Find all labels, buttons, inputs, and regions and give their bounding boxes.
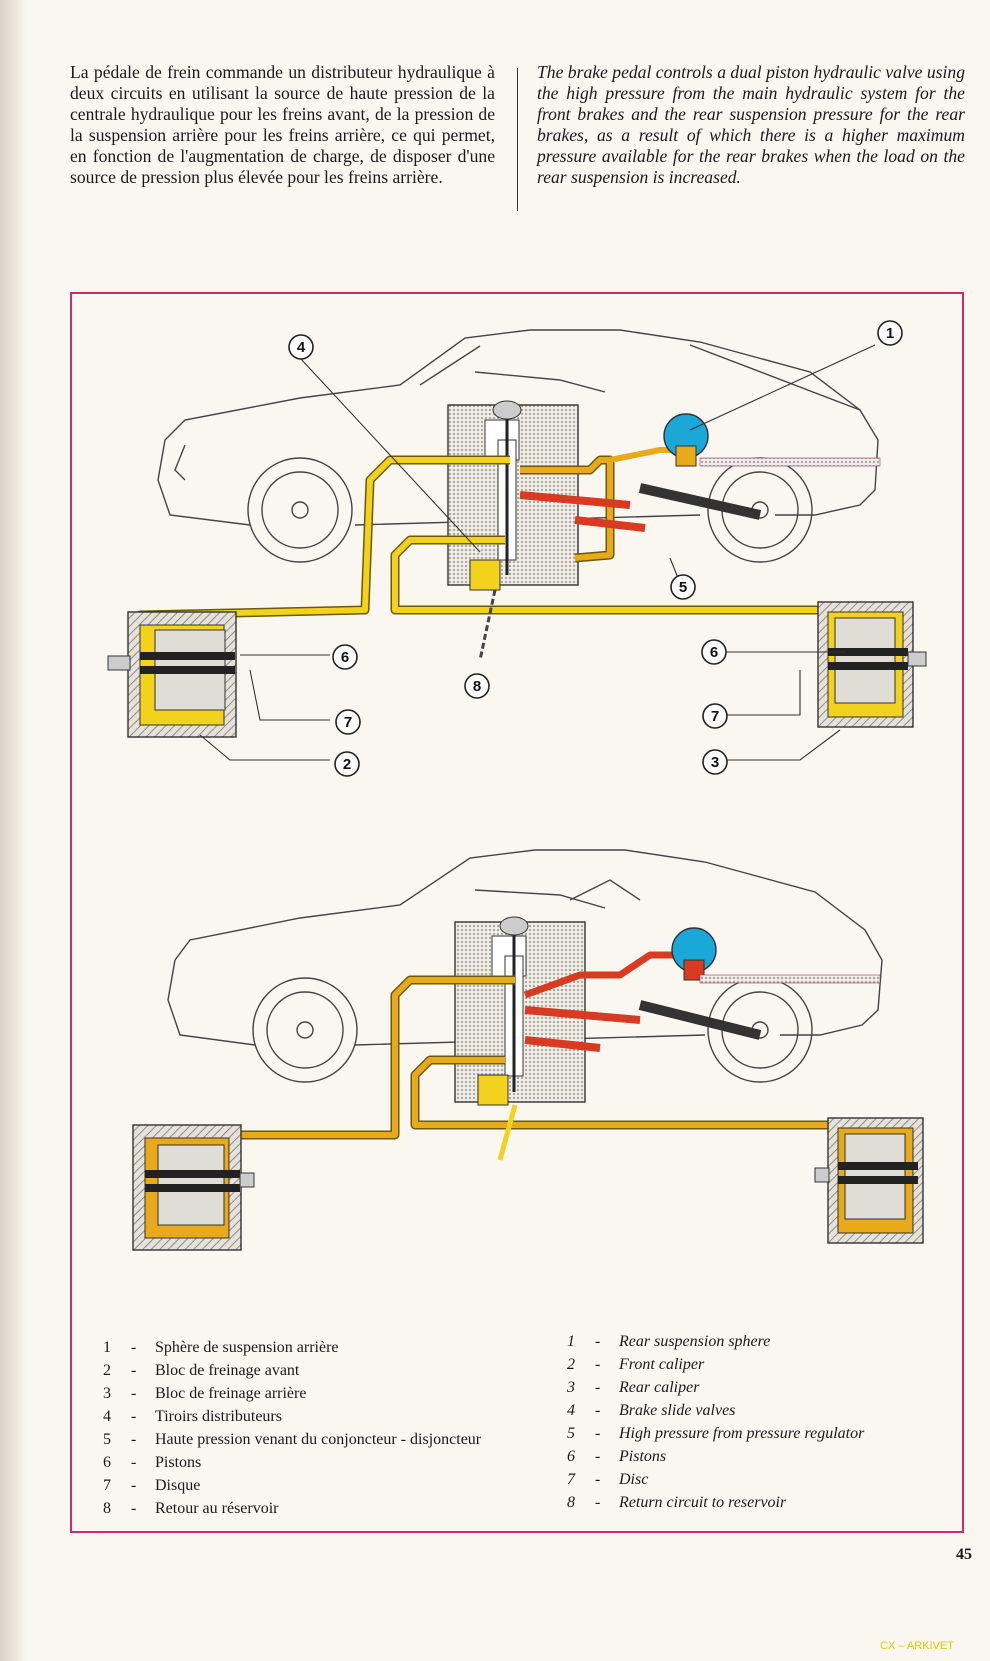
watermark: CX – ARKIVET	[880, 1640, 954, 1652]
diagram-frame	[70, 292, 964, 1533]
callout-8: 8	[473, 678, 481, 695]
callout-1-circle	[877, 320, 903, 346]
callout-3: 3	[711, 754, 719, 771]
callout-1: 1	[886, 325, 894, 342]
callout-6b: 6	[710, 644, 718, 661]
callout-7a-circle	[335, 709, 361, 735]
legend-en-row: 7-Disc	[567, 1471, 649, 1488]
legend-english: 1-Rear suspension sphere 2-Front caliper…	[567, 1330, 864, 1514]
callout-3-circle	[702, 749, 728, 775]
callout-7b: 7	[711, 708, 719, 725]
callout-2: 2	[343, 756, 351, 773]
legend-fr-row: 5-Haute pression venant du conjoncteur -…	[103, 1431, 482, 1448]
callout-4-circle	[288, 334, 314, 360]
callout-6a: 6	[341, 649, 349, 666]
legend-french: 1-Sphère de suspension arrière 2-Bloc de…	[103, 1336, 481, 1520]
column-divider	[517, 68, 518, 211]
top-front-caliper	[107, 611, 237, 738]
callout-2-circle	[334, 751, 360, 777]
callout-6a-circle	[332, 644, 358, 670]
bottom-rear-caliper	[814, 1117, 924, 1244]
top-leader-lines	[199, 344, 876, 761]
top-rear-caliper	[817, 601, 927, 728]
legend-en-row: 1-Rear suspension sphere	[567, 1333, 771, 1350]
bottom-front-caliper	[132, 1124, 255, 1251]
legend-fr-row: 8-Retour au réservoir	[103, 1500, 279, 1517]
legend-en-row: 8-Return circuit to reservoir	[567, 1494, 787, 1511]
callout-7b-circle	[702, 703, 728, 729]
page-number: 45	[956, 1546, 972, 1563]
callout-4: 4	[297, 339, 306, 356]
bottom-brake-valve-body	[454, 916, 586, 1106]
legend-fr-row: 3-Bloc de freinage arrière	[103, 1385, 307, 1402]
callout-5: 5	[679, 579, 687, 596]
legend-en-row: 5-High pressure from pressure regulator	[567, 1425, 865, 1442]
callout-6b-circle	[701, 639, 727, 665]
legend-fr-row: 7-Disque	[103, 1477, 201, 1494]
callout-7a: 7	[344, 714, 352, 731]
callout-8-circle	[464, 673, 490, 699]
legend-en-row: 6-Pistons	[567, 1448, 667, 1465]
intro-text-english: The brake pedal controls a dual piston h…	[537, 62, 965, 187]
legend-fr-row: 4-Tiroirs distributeurs	[103, 1408, 282, 1425]
legend-en-row: 4-Brake slide valves	[567, 1402, 736, 1419]
legend-en-row: 2-Front caliper	[567, 1356, 705, 1373]
callout-5-circle	[670, 574, 696, 600]
legend-en-row: 3-Rear caliper	[567, 1379, 700, 1396]
book-spine-shadow	[0, 0, 26, 1661]
legend-fr-row: 1-Sphère de suspension arrière	[103, 1339, 339, 1356]
intro-text-french: La pédale de frein commande un distribut…	[70, 62, 495, 187]
legend-fr-row: 6-Pistons	[103, 1454, 202, 1471]
top-rear-suspension	[638, 413, 881, 520]
bottom-car-outline	[167, 849, 883, 1083]
legend-fr-row: 2-Bloc de freinage avant	[103, 1362, 300, 1379]
bottom-rear-suspension	[638, 927, 881, 1040]
